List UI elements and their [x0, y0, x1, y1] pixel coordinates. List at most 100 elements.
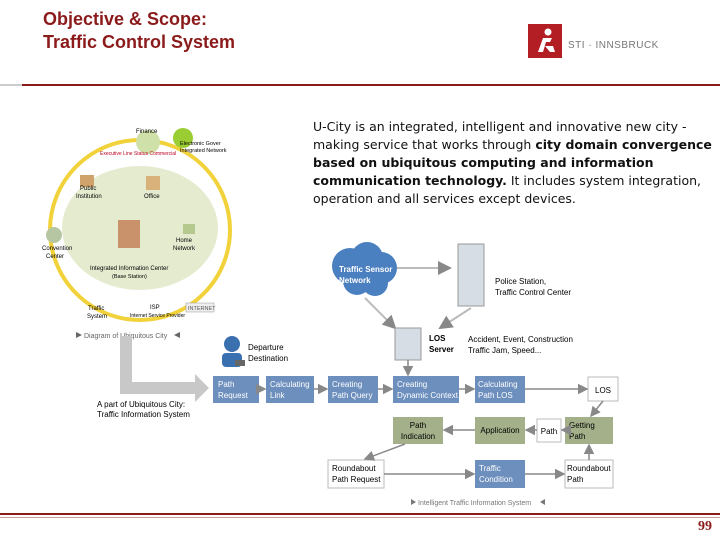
los-server-icon	[394, 327, 422, 361]
box-path-query	[328, 376, 378, 403]
box-path-request	[213, 376, 259, 403]
box-traffic-condition	[475, 460, 525, 488]
label-public-1: Public	[80, 186, 96, 192]
label-isp-2: Internet Service Provider	[130, 313, 185, 319]
label-convention-1: Convention	[42, 246, 72, 252]
its-caption-arrow-icon	[411, 499, 416, 505]
egov-sun-icon	[173, 128, 193, 148]
sti-logo-icon	[528, 24, 562, 58]
box-path-indication-2: Indication	[401, 432, 435, 441]
office-building-icon	[146, 176, 160, 190]
footer-divider-thin	[0, 517, 720, 518]
page-number: 99	[698, 519, 712, 534]
box-path-request-2: Request	[218, 391, 249, 400]
box-los-label: LOS	[595, 386, 611, 395]
home-icon	[183, 224, 195, 234]
events-label-1: Accident, Event, Construction	[468, 335, 573, 344]
departure-label-1: Departure	[248, 343, 284, 352]
ubiquitous-city-diagram: Finance Executive Line Status Commercial…	[42, 128, 232, 340]
box-path-label: Path	[541, 427, 557, 436]
traffic-sensor-cloud-icon	[332, 242, 397, 296]
police-label-1: Police Station,	[495, 277, 546, 286]
label-egov-2: Integrated Network	[180, 148, 227, 154]
traffic-system-diagram: Traffic Sensor Network Police Station, T…	[97, 242, 619, 507]
footer-divider	[0, 513, 720, 515]
box-roundabout-request-1: Roundabout	[332, 464, 376, 473]
police-server-icon	[457, 243, 485, 307]
box-calc-los-1: Calculating	[478, 380, 518, 389]
slide-title-line1: Objective & Scope:	[43, 9, 208, 29]
sensor-label-2: Network	[339, 276, 371, 285]
label-exec: Executive Line Status Commercial	[100, 151, 176, 157]
its-caption-arrow-right-icon	[540, 499, 545, 505]
slide-title: Objective & Scope: Traffic Control Syste…	[43, 8, 235, 54]
label-finance: Finance	[136, 129, 158, 135]
box-path-request-1: Path	[218, 380, 234, 389]
box-calc-link-1: Calculating	[270, 380, 310, 389]
box-roundabout-request	[327, 459, 385, 489]
caption-left-arrow-icon	[76, 332, 82, 338]
box-calc-link-2: Link	[270, 391, 286, 400]
police-label-2: Traffic Control Center	[495, 288, 571, 297]
box-roundabout-path-1: Roundabout	[567, 464, 611, 473]
label-iic-2: (Base Station)	[112, 274, 147, 280]
label-public-2: Institution	[76, 194, 102, 200]
box-calc-los-2: Path LOS	[478, 391, 513, 400]
box-getting-path-1: Getting	[569, 421, 595, 430]
convention-icon	[46, 227, 62, 243]
internet-tag	[185, 302, 215, 313]
label-office: Office	[144, 194, 160, 200]
description-paragraph: U-City is an integrated, intelligent and…	[313, 118, 713, 208]
box-application	[475, 417, 525, 444]
label-traffic-1: Traffic	[88, 306, 104, 312]
box-traffic-condition-2: Condition	[479, 475, 513, 484]
box-roundabout-path	[564, 459, 614, 489]
box-getting-path-2: Path	[569, 432, 585, 441]
police-to-los-arrow	[438, 307, 472, 330]
label-isp-1: ISP	[150, 305, 160, 311]
label-internet: INTERNET	[188, 306, 216, 312]
public-building-icon	[80, 175, 94, 187]
description-text-1: U-City is an integrated, intelligent and…	[313, 119, 687, 152]
label-home-2: Network	[173, 246, 196, 252]
box-calc-los	[475, 376, 525, 403]
sensor-label-1: Traffic Sensor	[339, 265, 392, 274]
description-bold: city domain convergence based on ubiquit…	[313, 137, 712, 188]
events-label-2: Traffic Jam, Speed...	[468, 346, 541, 355]
label-traffic-2: System	[87, 314, 107, 320]
box-path-query-2: Path Query	[332, 391, 372, 400]
departure-label-2: Destination	[248, 354, 288, 363]
label-home-1: Home	[176, 238, 193, 244]
box-dyn-context-1: Creating	[397, 380, 427, 389]
grey-feedback-arrow	[120, 336, 209, 402]
description-text-2: It includes system integration, operatio…	[313, 173, 702, 206]
part-of-label-2: Traffic Information System	[97, 410, 190, 419]
part-of-label-1: A part of Ubiquitous City:	[97, 400, 185, 409]
box-roundabout-path-2: Path	[567, 475, 583, 484]
cloud-to-los-arrow	[364, 297, 397, 330]
box-dyn-context	[393, 376, 459, 403]
box-traffic-condition-1: Traffic	[479, 464, 501, 473]
header-divider	[0, 84, 720, 86]
slide-title-line2: Traffic Control System	[43, 32, 236, 52]
node-finance	[136, 130, 160, 154]
box-path-indication-1: Path	[410, 421, 426, 430]
its-caption: Intelligent Traffic Information System	[418, 500, 531, 507]
caption-right-arrow-icon	[174, 332, 180, 338]
arrow-los-getting	[590, 400, 604, 418]
box-dyn-context-2: Dynamic Context	[397, 391, 459, 400]
box-calc-link	[266, 376, 314, 403]
los-server-label-1: LOS	[429, 334, 446, 343]
label-iic-1: Integrated Information Center	[90, 266, 168, 272]
box-path-indication	[393, 417, 443, 444]
header-divider-accent	[0, 84, 22, 86]
logo-text: STI · INNSBRUCK	[568, 40, 659, 51]
arrow-indication-roundabout	[363, 443, 406, 461]
box-application-label: Application	[480, 426, 519, 435]
user-person-icon	[222, 336, 245, 367]
label-convention-2: Center	[46, 254, 64, 260]
base-station-icon	[118, 220, 140, 248]
box-path-query-1: Creating	[332, 380, 362, 389]
box-roundabout-request-2: Path Request	[332, 475, 381, 484]
box-getting-path	[565, 417, 613, 444]
